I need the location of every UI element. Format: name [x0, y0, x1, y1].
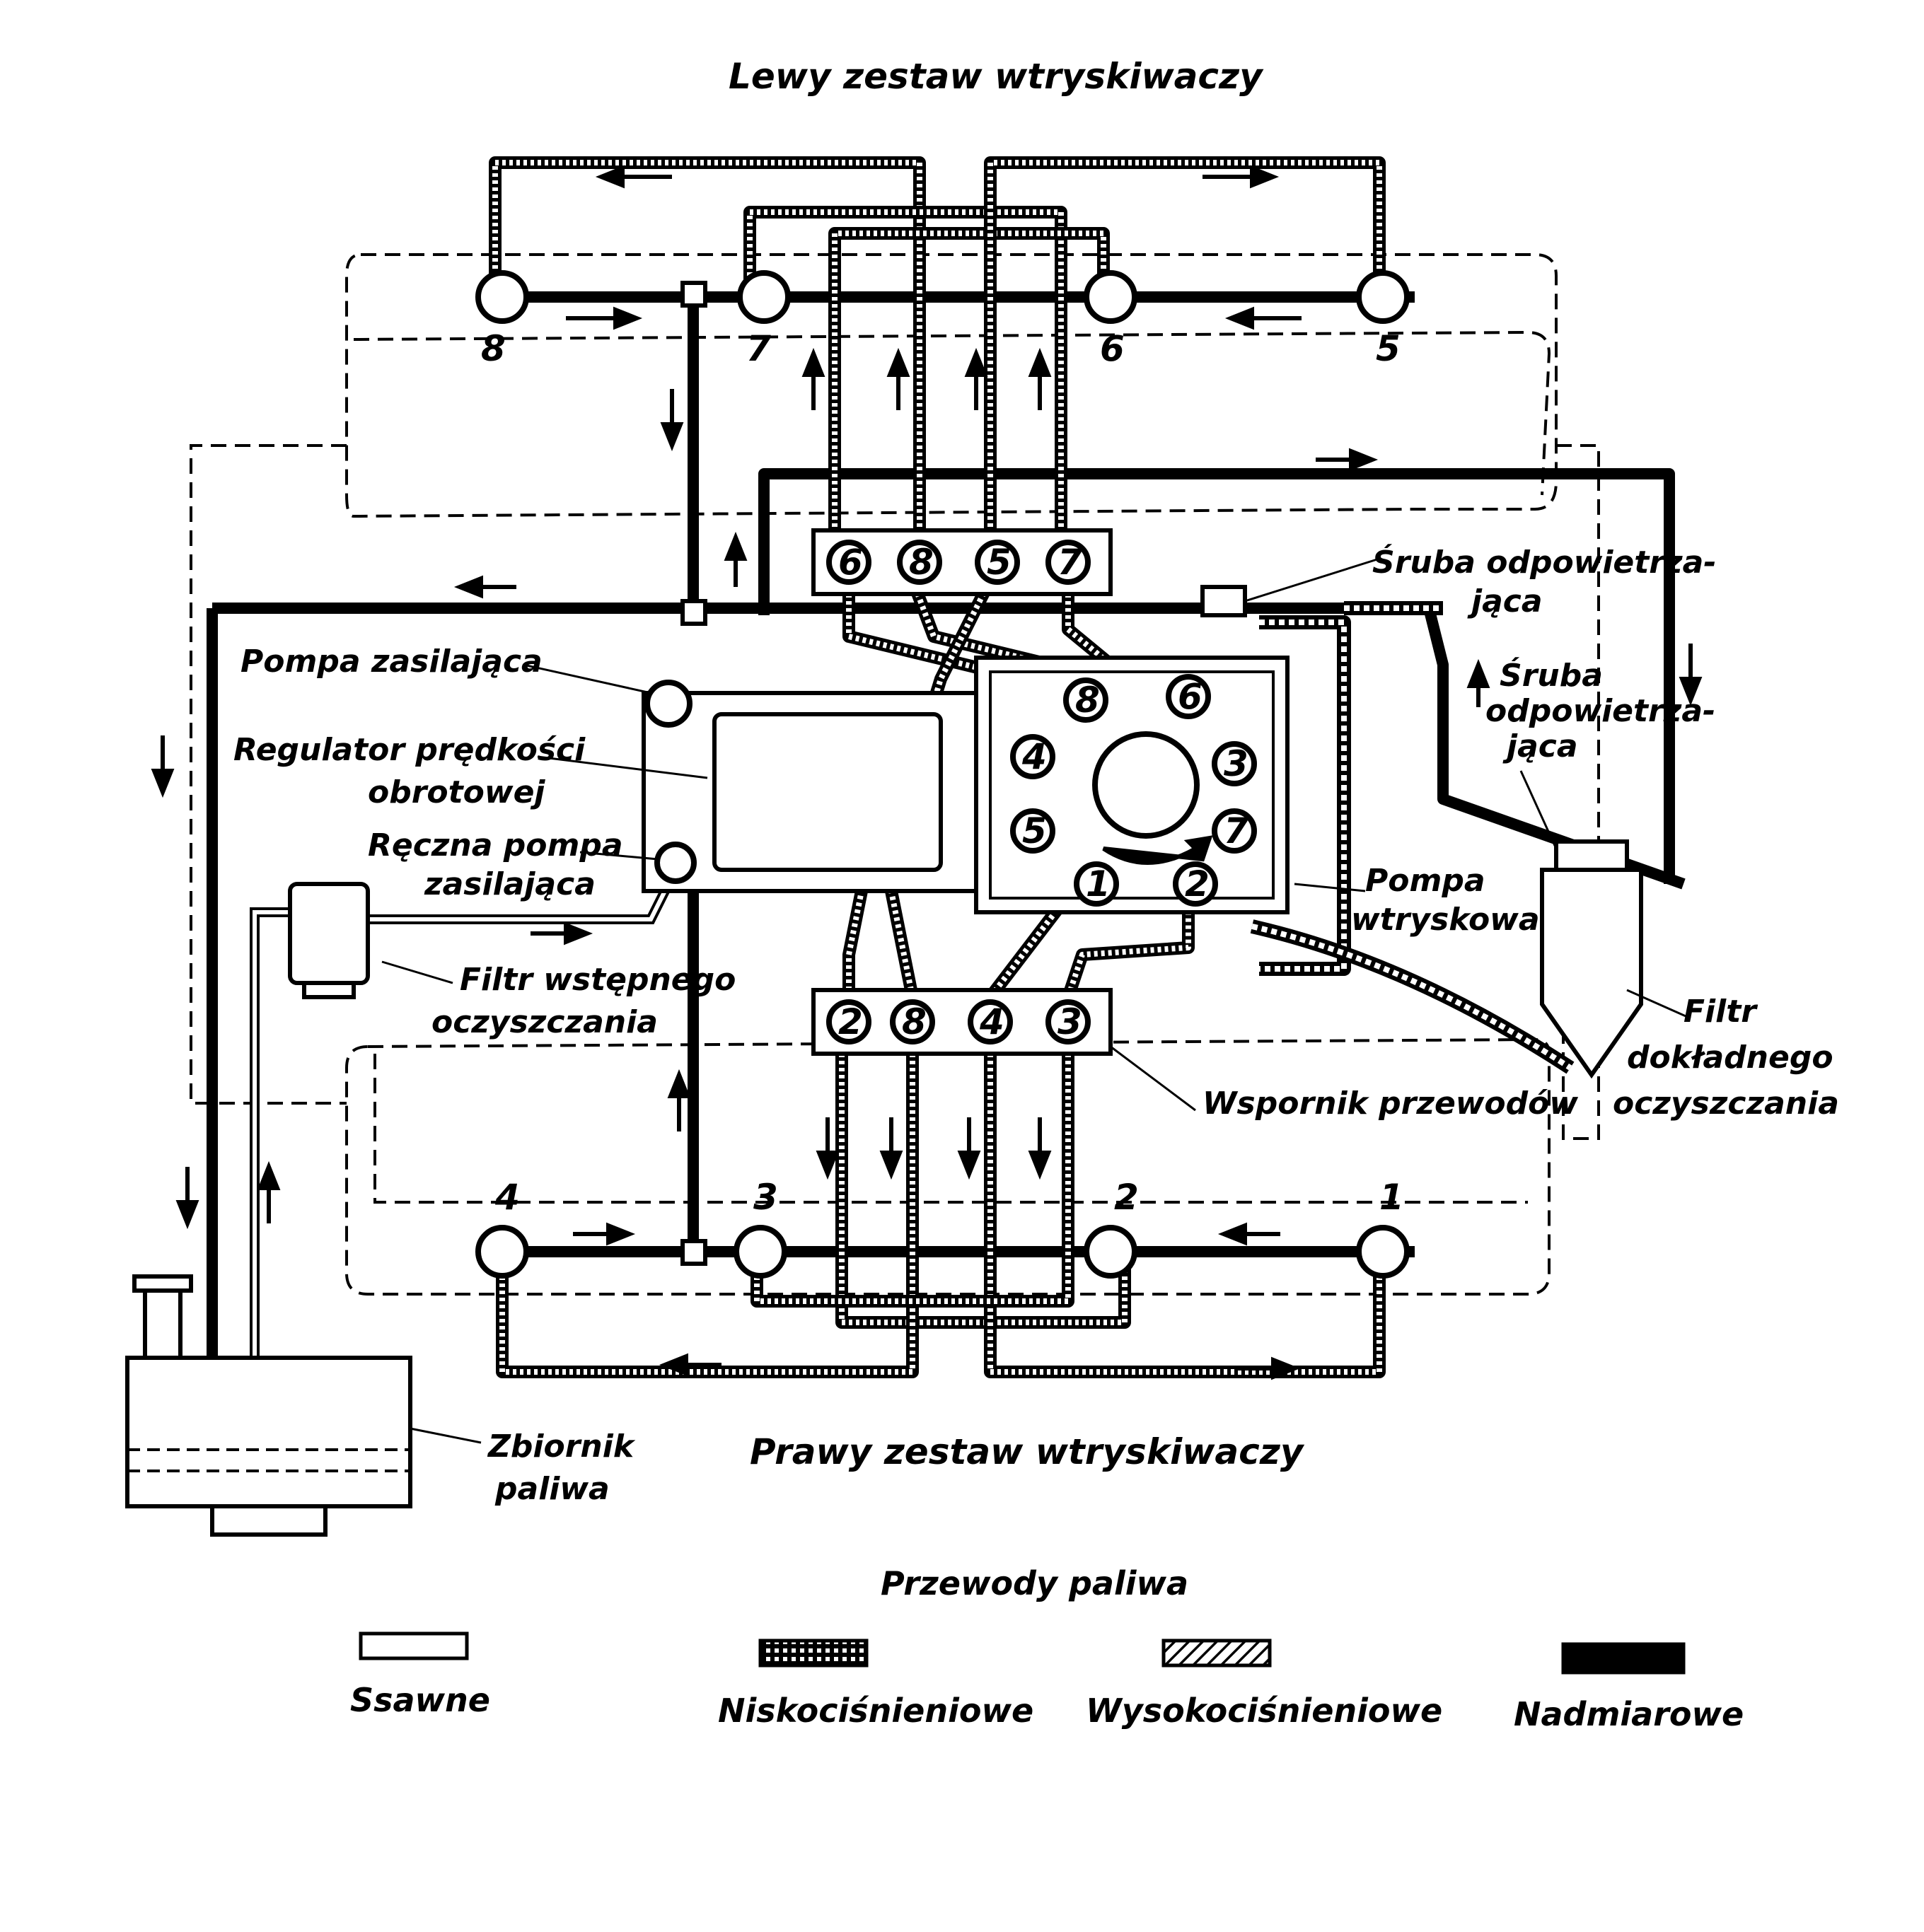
bracket-top-number: 7 — [1057, 542, 1082, 583]
injector-number-4: 4 — [494, 1177, 520, 1218]
title-left-bank: Lewy zestaw wtryskiwaczy — [729, 56, 1264, 97]
label-speed-governor-1: Regulator prędkości — [233, 732, 586, 768]
pump-outlet-number: 2 — [1185, 863, 1210, 904]
injector-number-6: 6 — [1100, 328, 1125, 369]
pump-outlet-number: 3 — [1224, 743, 1248, 784]
legend-label-suction: Ssawne — [350, 1681, 490, 1719]
suction-lines — [250, 888, 670, 1527]
bracket-bottom-number: 8 — [902, 1001, 927, 1042]
label-injection-pump-1: Pompa — [1365, 863, 1485, 899]
injector-4 — [475, 1225, 529, 1279]
label-bleed-screw-1a: Śruba odpowietrza- — [1372, 543, 1717, 581]
label-fuel-tank-1: Zbiornik — [487, 1428, 636, 1465]
legend-label-high-pressure: Wysokociśnieniowe — [1086, 1692, 1442, 1730]
feed-pump — [644, 680, 692, 728]
injector-number-7: 7 — [746, 328, 771, 369]
bracket-top-number: 8 — [909, 542, 934, 583]
legend-label-overflow: Nadmiarowe — [1514, 1695, 1744, 1733]
pipe-bracket-top: 6 8 5 7 — [811, 528, 1113, 596]
injection-pump: 8 6 4 3 5 7 1 2 — [974, 656, 1290, 914]
injector-1 — [1356, 1225, 1410, 1279]
return-line-left-dashed — [190, 444, 347, 1105]
label-hand-pump-1: Ręczna pompa — [368, 827, 623, 863]
label-fine-filter-1: Filtr — [1684, 994, 1758, 1030]
legend-swatch-suction — [359, 1631, 469, 1660]
title-right-bank: Prawy zestaw wtryskiwaczy — [750, 1431, 1305, 1472]
fine-filter — [1540, 839, 1643, 1079]
bracket-bottom-number: 4 — [979, 1001, 1004, 1042]
bracket-bottom-number: 3 — [1057, 1001, 1082, 1042]
tee-fitting-top — [680, 281, 707, 308]
injector-number-2: 2 — [1114, 1177, 1139, 1218]
flow-arrows — [151, 165, 1703, 1380]
label-bleed-screw-2b: odpowietrza- — [1485, 693, 1715, 729]
label-primary-filter-2: oczyszczania — [431, 1004, 658, 1040]
low-pressure-lines — [1250, 601, 1575, 1074]
injectors-bottom — [475, 1225, 1410, 1279]
rotation-arrow — [1102, 835, 1213, 865]
legend-label-low-pressure: Niskociśnieniowe — [718, 1692, 1033, 1730]
pump-outlet-number: 6 — [1178, 676, 1202, 717]
label-injection-pump-2: wtryskowa — [1351, 902, 1540, 938]
label-speed-governor-2: obrotowej — [368, 774, 545, 810]
pump-outlet-number: 4 — [1021, 736, 1047, 777]
label-fine-filter-3: oczyszczania — [1613, 1086, 1839, 1122]
primary-filter — [288, 882, 370, 999]
injector-5 — [1356, 270, 1410, 324]
bracket-bottom-number: 2 — [838, 1001, 863, 1042]
tee-fitting-middle — [680, 599, 707, 626]
bracket-top-number: 5 — [987, 542, 1012, 583]
label-primary-filter-1: Filtr wstępnego — [460, 962, 736, 998]
pump-outlet-number: 8 — [1075, 680, 1100, 721]
injector-2 — [1084, 1225, 1137, 1279]
label-fuel-tank-2: paliwa — [494, 1471, 610, 1507]
tee-fitting-bottom — [680, 1239, 707, 1266]
legend-swatch-overflow — [1561, 1642, 1686, 1675]
pipe-bracket-bottom: 2 8 4 3 — [811, 988, 1113, 1056]
engine-outline-top — [345, 253, 1558, 518]
hand-feed-pump — [654, 842, 697, 884]
injector-number-8: 8 — [481, 328, 506, 369]
high-pressure-lines-top — [489, 156, 1386, 777]
label-bleed-screw-2a: Śruba — [1500, 656, 1603, 694]
injector-3 — [734, 1225, 787, 1279]
pump-outlet-number: 1 — [1086, 863, 1111, 904]
bleed-screw-1-fitting — [1200, 585, 1247, 617]
injector-number-3: 3 — [753, 1177, 778, 1218]
injector-number-5: 5 — [1376, 328, 1401, 369]
injector-8 — [475, 270, 529, 324]
injector-number-1: 1 — [1379, 1177, 1404, 1218]
overflow-lines — [207, 291, 1686, 1386]
leader-lines — [381, 557, 1691, 1444]
bracket-top-number: 6 — [838, 542, 863, 583]
pump-camshaft — [1092, 731, 1200, 839]
label-bleed-screw-1b: jąca — [1467, 583, 1543, 619]
legend-swatch-low-pressure — [758, 1639, 869, 1668]
fuel-tank — [125, 1274, 412, 1537]
label-pipe-bracket: Wspornik przewodów — [1202, 1086, 1578, 1122]
pump-outlet-number: 5 — [1022, 810, 1047, 851]
legend: Przewody paliwa Ssawne Niskociśnieniowe … — [350, 1564, 1744, 1733]
label-bleed-screw-2c: jąca — [1502, 728, 1578, 764]
label-hand-pump-2: zasilająca — [424, 866, 596, 902]
speed-governor — [642, 691, 985, 893]
pump-outlet-number: 7 — [1224, 810, 1248, 851]
label-feed-pump: Pompa zasilająca — [240, 644, 543, 680]
injectors-top — [475, 270, 1410, 324]
legend-title: Przewody paliwa — [881, 1564, 1188, 1602]
injector-6 — [1084, 270, 1137, 324]
legend-swatch-high-pressure — [1161, 1639, 1272, 1668]
return-line-right-dashed — [1556, 444, 1600, 1140]
label-fine-filter-2: dokładnego — [1627, 1040, 1833, 1076]
injector-7 — [737, 270, 791, 324]
